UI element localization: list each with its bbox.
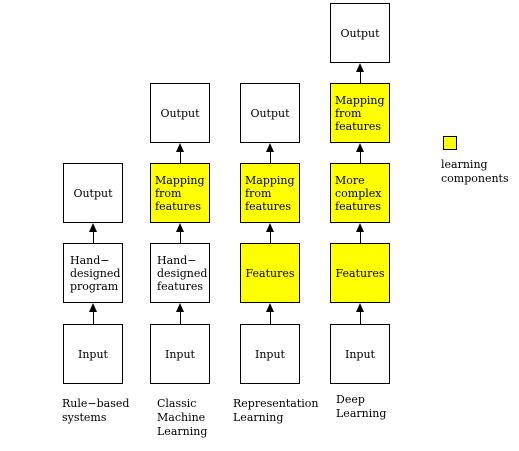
column-4-box-2: Features [330,243,390,303]
column-1-box-2: Hand− designed program [63,243,123,303]
column-2-box-1: Input [150,324,210,384]
column-3-box-3: Mapping from features [240,163,300,223]
column-4-box-4: Mapping from features [330,83,390,143]
column-1-box-1: Input [63,324,123,384]
column-1-box-3: Output [63,163,123,223]
column-3-caption: Representation Learning [233,397,319,424]
column-2-box-3: Mapping from features [150,163,210,223]
legend-label: learning components [441,158,509,185]
column-3-box-1: Input [240,324,300,384]
column-3-box-2: Features [240,243,300,303]
column-1-caption: Rule−based systems [62,397,130,424]
column-3-box-4: Output [240,83,300,143]
column-2-caption: Classic Machine Learning [157,397,208,438]
column-2-box-4: Output [150,83,210,143]
column-4-box-5: Output [330,3,390,63]
column-4-caption: Deep Learning [336,393,387,420]
column-4-box-3: More complex features [330,163,390,223]
legend-swatch [443,136,457,150]
column-2-box-2: Hand− designed features [150,243,210,303]
column-4-box-1: Input [330,324,390,384]
